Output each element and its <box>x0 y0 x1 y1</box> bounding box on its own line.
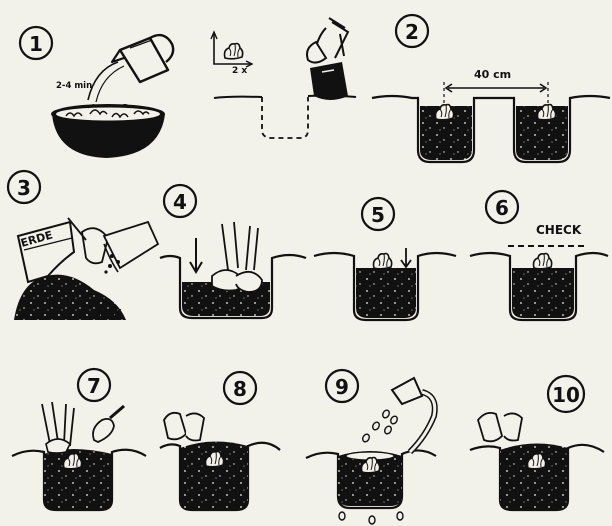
step-9: 9 <box>306 370 436 524</box>
step-number-badge: 4 <box>164 185 196 217</box>
down-arrow-icon <box>401 248 411 267</box>
step-number: 7 <box>87 374 101 398</box>
step-number: 4 <box>173 190 187 214</box>
step-number: 6 <box>495 196 509 220</box>
hands-icon <box>42 402 74 453</box>
compost-sack-icon <box>104 222 158 274</box>
soil-hole <box>512 268 574 318</box>
step-number-badge: 5 <box>362 198 394 230</box>
mix-label: MIX <box>96 307 122 321</box>
step-3: 3 ERDE MIX <box>8 171 158 321</box>
step-number-badge: 6 <box>486 191 518 223</box>
step-dig: 2 x <box>211 18 356 138</box>
depth-axis-icon <box>211 32 252 67</box>
soil-bag-icon: ERDE <box>18 222 74 282</box>
down-arrow-icon <box>190 238 202 272</box>
step-number: 10 <box>552 383 580 407</box>
step-number-badge: 8 <box>224 372 256 404</box>
step-number-badge: 2 <box>396 15 428 47</box>
trowel-icon <box>93 406 124 442</box>
step-number-badge: 9 <box>326 370 358 402</box>
step-5: 5 <box>314 198 456 320</box>
soil-hole <box>356 268 416 318</box>
step-number: 2 <box>405 20 419 44</box>
step-number-badge: 1 <box>20 27 52 59</box>
step-number: 5 <box>371 203 385 227</box>
step-number-badge: 10 <box>548 376 584 412</box>
water-stream-icon <box>88 62 118 100</box>
step-number-badge: 7 <box>78 369 110 401</box>
hands-press-icon <box>478 413 522 441</box>
step-number-badge: 3 <box>8 171 40 203</box>
soil-hole <box>500 443 568 510</box>
depth-multiplier-label: 2 x <box>232 66 247 76</box>
step-1: 1 2-4 min <box>20 27 173 158</box>
step-8: 8 <box>160 372 280 510</box>
step-4: 4 <box>160 185 306 318</box>
watering-can-icon <box>392 378 435 452</box>
check-label: CHECK <box>536 223 582 237</box>
spacing-label: 40 cm <box>474 68 511 81</box>
step-number: 9 <box>335 375 349 399</box>
soak-time-label: 2-4 min <box>56 81 92 91</box>
ground-line <box>372 96 610 162</box>
step-number: 8 <box>233 377 247 401</box>
bowl-icon <box>51 104 165 158</box>
step-7: 7 <box>12 369 146 510</box>
step-number: 1 <box>29 32 43 56</box>
step-6: 6 CHECK <box>470 191 608 320</box>
hands-icon <box>212 222 262 292</box>
step-2: 2 40 cm <box>372 15 610 162</box>
hands-press-icon <box>164 413 204 441</box>
step-number: 3 <box>17 176 31 200</box>
spade-icon <box>307 18 348 100</box>
step-10: 10 <box>470 376 604 510</box>
watering-jug-icon <box>112 35 173 82</box>
hole-outline <box>262 97 308 138</box>
